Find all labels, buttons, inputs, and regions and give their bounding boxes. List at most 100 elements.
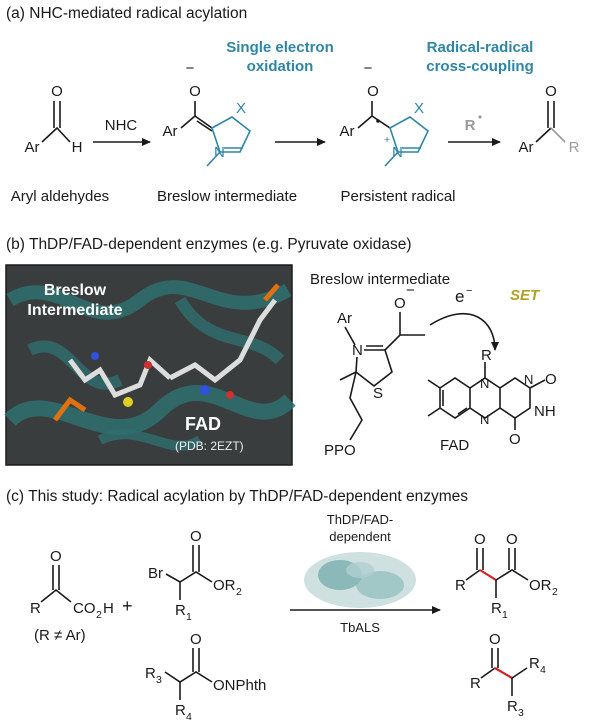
atom-co2h: CO: [73, 600, 96, 617]
sub-2: 2: [236, 586, 242, 598]
panel-a-heading: (a) NHC-mediated radical acylation: [6, 5, 247, 22]
step2-label: Radical-radical: [427, 39, 534, 56]
enzyme-label-1: ThDP/FAD-: [327, 512, 393, 527]
sub-1: 1: [502, 609, 508, 621]
electron-symbol: e: [455, 287, 464, 306]
atom-onphth: ONPhth: [213, 677, 266, 694]
step2-label-2: cross-coupling: [426, 58, 534, 75]
atom-ar: Ar: [340, 123, 355, 140]
caption-aryl-aldehydes: Aryl aldehydes: [11, 188, 109, 205]
atom-o: O: [190, 631, 202, 648]
panel-c-heading: (c) This study: Radical acylation by ThD…: [6, 488, 468, 505]
sub-1: 1: [186, 611, 192, 623]
bromo-ester-structure: Br O OR 2 R 1: [148, 528, 242, 623]
step1-label: Single electron: [226, 39, 334, 56]
atom-h: H: [72, 139, 83, 156]
photo-label-pdb: (PDB: 2EZT): [175, 439, 244, 453]
atom-h: H: [103, 600, 114, 617]
atom-o: O: [367, 83, 379, 100]
condition-label: (R ≠ Ar): [34, 627, 86, 644]
nhpi-ester-structure: R 3 O ONPhth R 4: [145, 631, 266, 723]
product-ketone-structure: R O R 4 R 3: [470, 631, 546, 719]
radical-dot: [478, 115, 482, 119]
atom-or: OR: [529, 577, 552, 594]
atom-n: N: [480, 376, 489, 391]
panel-a: (a) NHC-mediated radical acylation Singl…: [6, 5, 580, 205]
atom-ppo: PPO: [324, 442, 356, 459]
fad-label: FAD: [440, 437, 469, 454]
product-dicarbonyl-structure: R O O OR 2 R 1: [455, 531, 558, 621]
atom-r: R: [507, 698, 518, 715]
atom-o: O: [506, 531, 518, 548]
protein-structure-image: Breslow Intermediate FAD (PDB: 2EZT): [4, 264, 296, 466]
atom-o: O: [545, 83, 557, 100]
keto-acid-structure: R O CO 2 H (R ≠ Ar): [30, 548, 114, 644]
atom-br: Br: [148, 565, 163, 582]
enzyme-name: TbALS: [340, 620, 380, 635]
atom-r: R: [455, 577, 466, 594]
atom-o: O: [474, 531, 486, 548]
aryl-aldehyde-structure: Ar H O: [25, 83, 83, 156]
enzyme-image: [304, 552, 416, 608]
enzyme-label-2: dependent: [329, 529, 391, 544]
breslow-title: Breslow intermediate: [310, 271, 450, 288]
atom-o: O: [50, 548, 62, 565]
atom-r: R: [175, 702, 186, 719]
arrow-set: [429, 313, 499, 351]
atom-o: O: [190, 528, 202, 545]
atom-n: N: [214, 144, 225, 161]
sub-4: 4: [186, 711, 192, 723]
reagent-nhc: NHC: [105, 117, 138, 134]
atom-o: O: [189, 83, 201, 100]
atom-r: R: [145, 665, 156, 682]
sub-3: 3: [156, 674, 162, 686]
photo-label-fad: FAD: [185, 414, 221, 434]
atom-o: O: [394, 295, 406, 312]
atom-n: N: [392, 144, 403, 161]
atom-n: N: [352, 342, 363, 359]
set-label: SET: [510, 287, 541, 304]
persistent-radical-structure: Ar O − X N +: [340, 60, 429, 167]
thdp-breslow-structure: Ar N S O − PPO: [324, 282, 425, 459]
atom-r: R: [30, 600, 41, 617]
atom-n: N: [480, 412, 489, 427]
atom-r: R: [470, 675, 481, 692]
atom-nh: NH: [534, 403, 556, 420]
photo-label-intermediate: Intermediate: [27, 302, 122, 319]
atom-ar: Ar: [337, 310, 352, 327]
sub-2: 2: [552, 586, 558, 598]
sub-2: 2: [96, 609, 102, 621]
caption-breslow: Breslow intermediate: [157, 188, 297, 205]
photo-label-breslow: Breslow: [44, 282, 107, 299]
atom-x: X: [414, 100, 424, 117]
fad-structure: R N N N O NH O FAD: [427, 347, 557, 454]
breslow-structure-a: Ar O − X N: [163, 60, 251, 167]
atom-r: R: [175, 602, 186, 619]
atom-ar: Ar: [163, 123, 178, 140]
panel-c: (c) This study: Radical acylation by ThD…: [6, 488, 558, 723]
panel-b: (b) ThDP/FAD-dependent enzymes (e.g. Pyr…: [4, 236, 557, 466]
atom-r: R: [529, 655, 540, 672]
atom-ar: Ar: [519, 139, 534, 156]
plus-sign: +: [122, 596, 133, 616]
charge-minus: −: [364, 60, 373, 77]
atom-o: O: [489, 631, 501, 648]
charge-minus: −: [406, 282, 415, 299]
atom-x: X: [236, 100, 246, 117]
step1-label-2: oxidation: [247, 58, 314, 75]
sub-3: 3: [518, 707, 524, 719]
reagent-radical: R: [465, 117, 476, 134]
charge-minus: −: [186, 60, 195, 77]
atom-ar: Ar: [25, 139, 40, 156]
ketone-product-structure: Ar O R: [519, 83, 580, 156]
atom-or: OR: [213, 577, 236, 594]
sub-4: 4: [540, 664, 546, 676]
atom-o: O: [51, 83, 63, 100]
atom-o: O: [509, 431, 521, 448]
atom-r: R: [491, 600, 502, 617]
atom-r: R: [569, 139, 580, 156]
panel-b-heading: (b) ThDP/FAD-dependent enzymes (e.g. Pyr…: [6, 236, 412, 253]
atom-o: O: [545, 371, 557, 388]
charge-minus: −: [466, 285, 472, 297]
